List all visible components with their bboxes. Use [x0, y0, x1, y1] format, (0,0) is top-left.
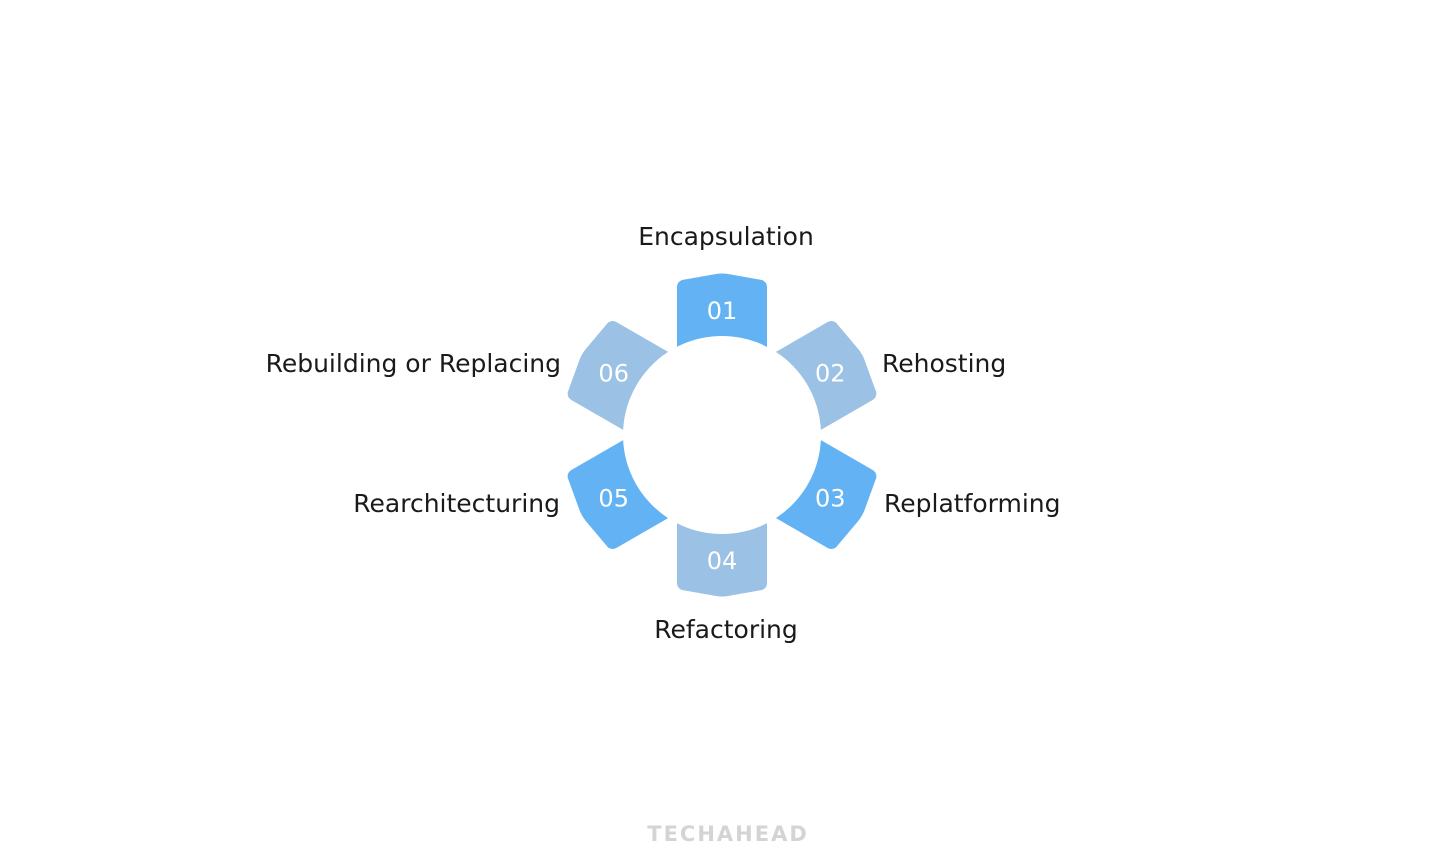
- techahead-logo: TECHAHEAD: [647, 822, 809, 846]
- step-number-04: 04: [707, 547, 738, 575]
- step-number-02: 02: [815, 360, 846, 388]
- step-number-06: 06: [598, 360, 629, 388]
- step-number-01: 01: [707, 297, 738, 325]
- step-label-rehosting: Rehosting: [882, 349, 1007, 378]
- step-label-encapsulation: Encapsulation: [638, 222, 814, 251]
- step-label-rearchitecturing: Rearchitecturing: [353, 489, 560, 518]
- step-label-replatforming: Replatforming: [884, 489, 1061, 518]
- step-label-rebuilding-or-replacing: Rebuilding or Replacing: [265, 349, 561, 378]
- center-circle: [623, 336, 821, 534]
- step-number-05: 05: [598, 485, 629, 513]
- step-number-03: 03: [815, 485, 846, 513]
- step-numbers: 01 02 03 04 05 06: [598, 297, 845, 575]
- step-label-refactoring: Refactoring: [654, 615, 798, 644]
